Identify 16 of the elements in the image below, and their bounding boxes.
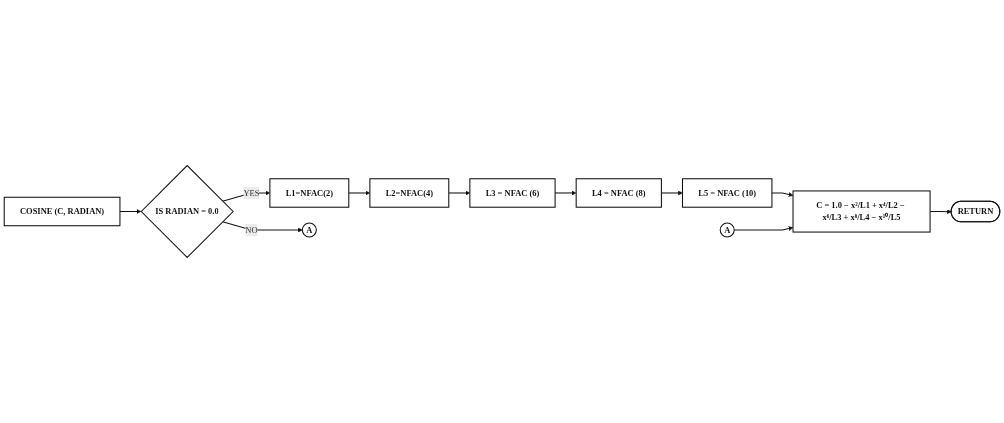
node-box: L1=NFAC(2) [269,178,350,208]
node-box: L3 = NFAC (6) [469,178,556,208]
node-box: L2=NFAC(4) [369,178,450,208]
node-box: C = 1.0 − x²/L1 + x⁴/L2 − x⁶/L3 + x⁸/L4 − x¹⁰/L5 [792,190,931,233]
edge-label: YES [243,188,260,198]
node-circle: A [719,222,735,238]
arrow [733,226,794,231]
node-diamond: IS RADIAN = 0.0 [140,164,234,259]
node-box: L5 = NFAC (10) [681,178,773,208]
arrow [771,192,794,197]
edge-label: NO [245,225,258,235]
node-box: COSINE (C, RADIAN) [3,196,121,227]
node-box: L4 = NFAC (8) [575,178,662,208]
arrow [119,209,142,214]
arrow [222,221,303,233]
node-circle: A [301,222,317,238]
